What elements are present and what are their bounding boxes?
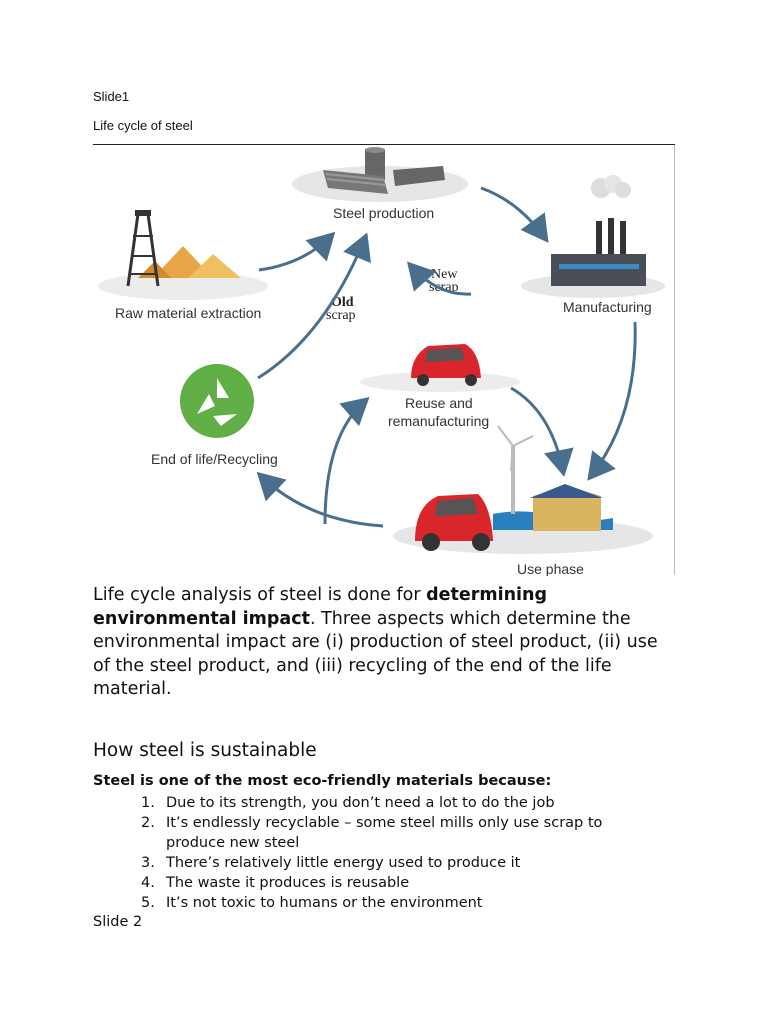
list-item: 1. Due to its strength, you don’t need a … (93, 793, 653, 813)
label-use-phase: Use phase (517, 561, 584, 576)
label-new-scrap: New (431, 267, 458, 282)
list-number: 1. (141, 795, 155, 811)
use-phase-icon (393, 425, 653, 554)
list-text: It’s not toxic to humans or the environm… (166, 895, 483, 911)
list-item: 3. There’s relatively little energy used … (93, 853, 653, 873)
label-reuse: Reuse and (405, 395, 473, 411)
list-number: 4. (141, 875, 155, 891)
list-text: The waste it produces is reusable (166, 875, 410, 891)
reuse-car-icon (360, 344, 520, 392)
list-item: 2. It’s endlessly recyclable – some steel… (93, 813, 653, 853)
slide-label: Slide1 (93, 89, 130, 104)
section-lead: Steel is one of the most eco-friendly ma… (93, 773, 552, 789)
label-old-scrap: Old (331, 295, 354, 310)
raw-material-icon (98, 210, 268, 300)
label-manufacturing: Manufacturing (563, 299, 652, 315)
intro-paragraph: Life cycle analysis of steel is done for… (93, 584, 663, 702)
intro-bold: determining environmental impact (93, 585, 548, 629)
label-steel-production: Steel production (333, 205, 434, 221)
cycle-arrows (256, 186, 637, 528)
label-raw-material: Raw material extraction (115, 305, 261, 321)
page-title: Life cycle of steel (93, 118, 193, 133)
steel-production-icon (292, 147, 468, 202)
list-number: 3. (141, 855, 155, 871)
list-number: 5. (141, 895, 155, 911)
label-remanufacturing: remanufacturing (388, 413, 489, 429)
intro-text-1: Life cycle analysis of steel is done for (93, 585, 427, 605)
list-number: 2. (141, 815, 155, 831)
recycle-icon (180, 364, 254, 438)
label-old-scrap-2: scrap (326, 308, 356, 323)
list-text: There’s relatively little energy used to… (166, 855, 521, 871)
intro-text-2: . Three aspects which determine the envi… (93, 608, 658, 700)
life-cycle-diagram: Steel production Raw material extraction… (98, 147, 665, 576)
list-text: It’s endlessly recyclable – some steel m… (166, 815, 603, 851)
manufacturing-icon (521, 175, 665, 298)
title-rule (93, 144, 675, 145)
slide-2-label: Slide 2 (93, 914, 143, 930)
diagram-border (674, 145, 675, 575)
list-item: 4. The waste it produces is reusable (93, 873, 653, 893)
section-heading: How steel is sustainable (93, 740, 317, 761)
label-end-of-life: End of life/Recycling (151, 451, 278, 467)
list-item: 5. It’s not toxic to humans or the enviro… (93, 893, 653, 913)
reasons-list: 1. Due to its strength, you don’t need a … (93, 793, 653, 913)
list-text: Due to its strength, you don’t need a lo… (166, 795, 555, 811)
